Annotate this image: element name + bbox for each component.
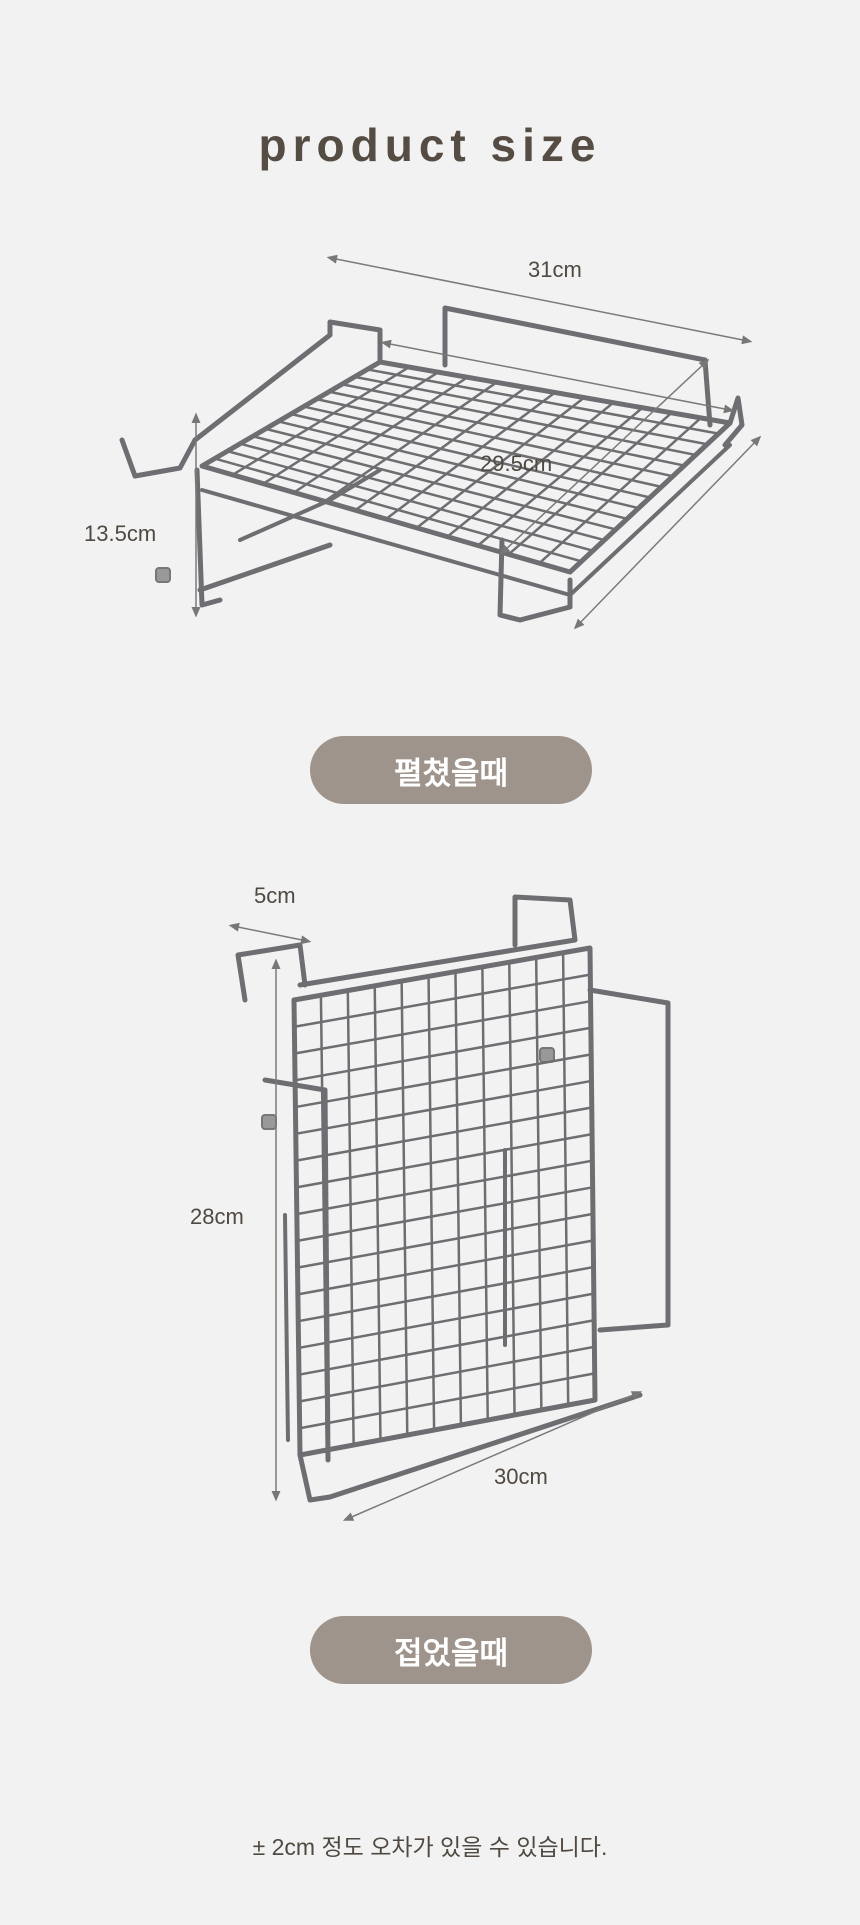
wire bbox=[400, 979, 409, 1437]
folded-height-label: 28cm bbox=[190, 1204, 244, 1229]
wire bbox=[297, 1318, 596, 1376]
unfolded-rack-image bbox=[119, 305, 745, 623]
page-title: product size bbox=[258, 119, 602, 171]
folded-width-label: 30cm bbox=[494, 1464, 548, 1489]
wire bbox=[295, 1159, 594, 1216]
unfolded-width-label: 31cm bbox=[528, 257, 582, 282]
unfolded-height-label: 13.5cm bbox=[84, 521, 157, 546]
wire bbox=[346, 989, 355, 1447]
wire bbox=[508, 960, 516, 1417]
wire bbox=[373, 984, 382, 1442]
folded-depth-label: 5cm bbox=[254, 883, 296, 908]
wire bbox=[427, 975, 436, 1432]
wire bbox=[293, 973, 592, 1029]
wire bbox=[319, 994, 329, 1452]
wire bbox=[296, 1212, 595, 1269]
wire bbox=[296, 1239, 595, 1296]
wire bbox=[481, 965, 489, 1422]
wire bbox=[454, 970, 463, 1427]
folded-caption-pill: 접었을때 bbox=[310, 1616, 592, 1684]
wire bbox=[296, 1265, 595, 1323]
wire bbox=[294, 1106, 594, 1162]
dimension-arrows bbox=[191, 254, 762, 1521]
wire bbox=[561, 951, 570, 1407]
wire bbox=[294, 1079, 593, 1136]
wire bbox=[295, 1186, 594, 1243]
unfolded-caption-pill: 펼쳤을때 bbox=[310, 736, 592, 804]
wire bbox=[298, 1345, 596, 1403]
wire bbox=[293, 999, 592, 1055]
wire bbox=[294, 1053, 593, 1109]
wire bbox=[293, 1026, 593, 1082]
wire bbox=[298, 1372, 596, 1430]
unfolded-depth-label: 29.5cm bbox=[480, 451, 553, 476]
tolerance-note: ± 2cm 정도 오차가 있을 수 있습니다. bbox=[252, 1834, 608, 1860]
wire bbox=[297, 1292, 596, 1350]
folded-rack-image bbox=[235, 894, 671, 1503]
wire bbox=[295, 1132, 594, 1189]
wire bbox=[534, 956, 543, 1412]
